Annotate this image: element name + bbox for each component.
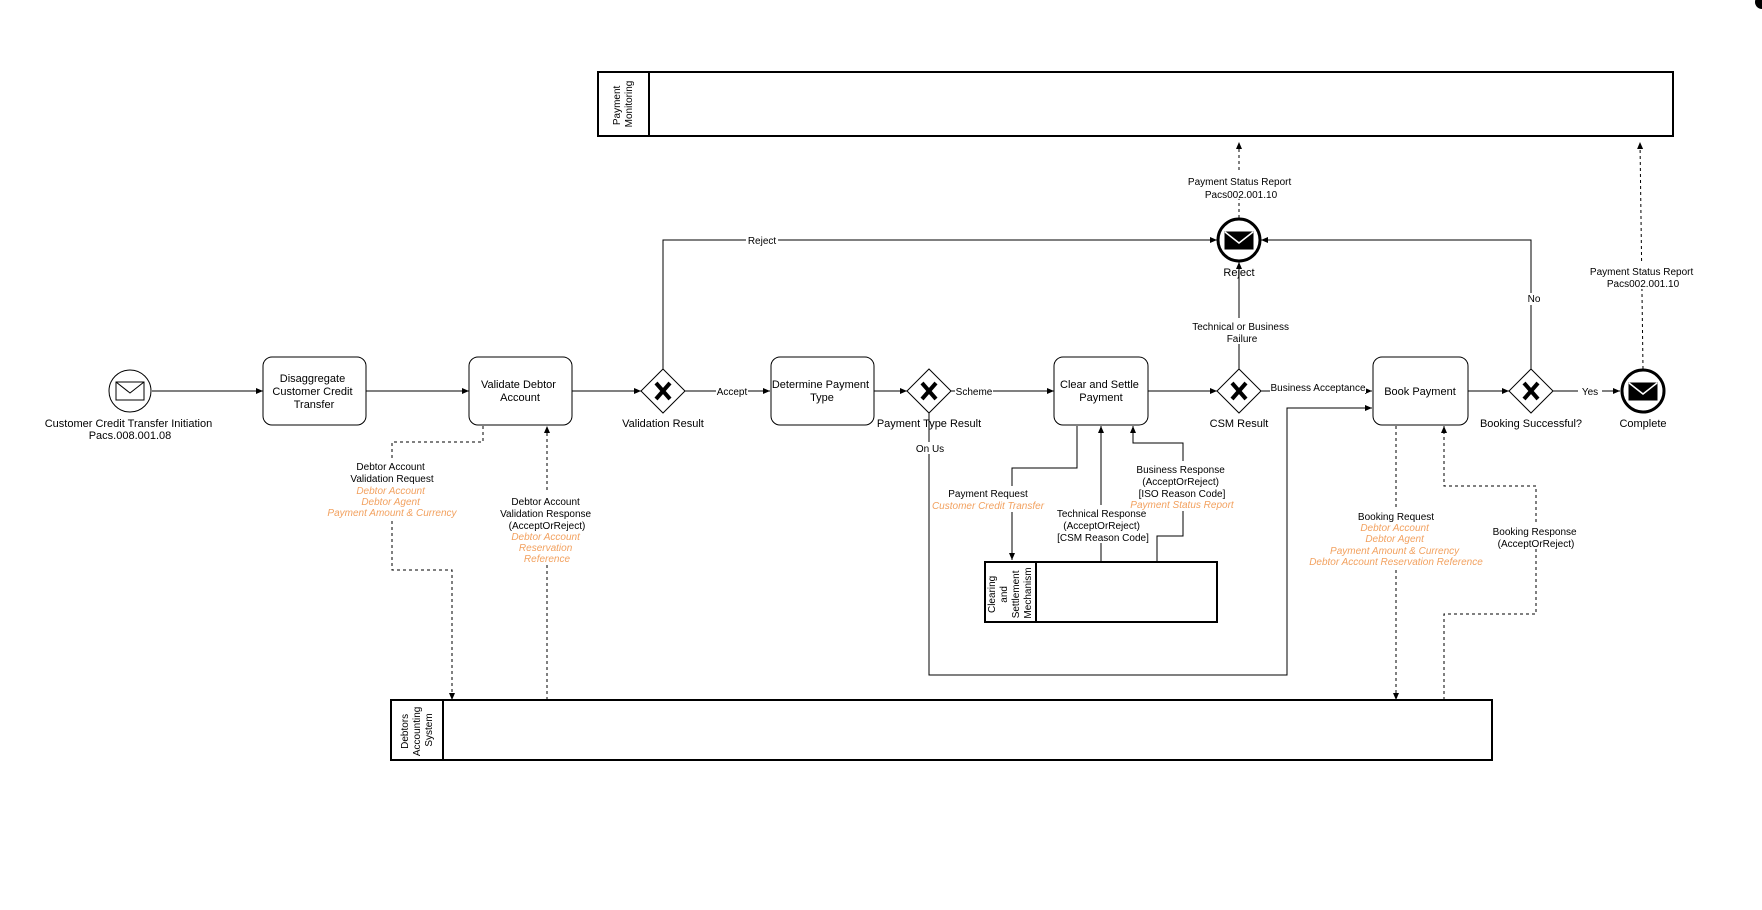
task-validate-debtor-account[interactable]: Validate Debtor Account xyxy=(468,356,573,426)
gateway-validation-label: Validation Result xyxy=(622,418,704,430)
flow-reject xyxy=(662,237,1217,369)
label-business-acceptance: Business Acceptance xyxy=(1270,383,1365,394)
task-book-payment[interactable]: Book Payment xyxy=(1372,356,1469,426)
task-disaggregate-label: Disaggregate Customer Credit Transfer xyxy=(272,373,355,411)
flow-on-us xyxy=(928,405,1372,676)
pool-payment-monitoring-label: Payment Monitoring xyxy=(612,81,635,128)
label-technical-response: Technical Response (AcceptOrReject) [CSM… xyxy=(1057,509,1149,544)
gateway-csm-label: CSM Result xyxy=(1210,418,1269,430)
envelope-icon xyxy=(1224,231,1254,250)
gateway-csm-result[interactable]: CSM Result xyxy=(1210,368,1269,430)
task-clear-and-settle[interactable]: Clear and Settle Payment xyxy=(1053,356,1149,426)
pool-debtors-accounting-label: Debtors Accounting System xyxy=(400,704,435,756)
message-booking-response xyxy=(1441,426,1537,700)
end-event-reject[interactable]: Reject xyxy=(1216,217,1262,279)
corner-gear-icon xyxy=(1755,0,1762,9)
label-booking-request: Booking Request xyxy=(1358,512,1434,523)
label-validation-request-fields: Debtor Account Debtor Agent Payment Amou… xyxy=(327,486,457,519)
end-event-complete[interactable]: Complete xyxy=(1619,368,1667,430)
label-yes: Yes xyxy=(1582,387,1598,398)
task-clear-settle-label: Clear and Settle Payment xyxy=(1060,379,1142,404)
label-payment-request-fields: Customer Credit Transfer xyxy=(932,501,1045,512)
end-event-reject-label: Reject xyxy=(1223,267,1254,279)
gateway-payment-type-label: Payment Type Result xyxy=(877,418,981,430)
gateway-booking-successful[interactable]: Booking Successful? xyxy=(1480,368,1582,430)
message-payment-request xyxy=(1009,426,1078,560)
gateway-payment-type-result[interactable]: Payment Type Result xyxy=(877,368,981,430)
pool-csm-label: Clearing and Settlement Mechanism xyxy=(987,567,1034,618)
label-technical-or-business-failure: Technical or Business Failure xyxy=(1192,322,1292,345)
flow-no xyxy=(1261,237,1532,369)
gateway-booking-label: Booking Successful? xyxy=(1480,418,1582,430)
label-status-report-complete: Payment Status Report Pacs002.001.10 xyxy=(1590,267,1696,290)
task-disaggregate[interactable]: Disaggregate Customer Credit Transfer xyxy=(262,356,367,426)
label-on-us: On Us xyxy=(916,444,944,455)
envelope-icon xyxy=(115,381,145,401)
start-event-label: Customer Credit Transfer Initiation Pacs… xyxy=(45,418,216,442)
label-validation-response: Debtor Account Validation Response (Acce… xyxy=(500,497,594,532)
message-status-report-complete xyxy=(1637,141,1644,370)
label-validation-response-fields: Debtor Account Reservation Reference xyxy=(511,532,582,565)
end-event-complete-label: Complete xyxy=(1619,418,1666,430)
pool-debtors-accounting-system: Debtors Accounting System xyxy=(390,699,1493,761)
label-business-response: Business Response (AcceptOrReject) [ISO … xyxy=(1136,465,1227,500)
pool-payment-monitoring: Payment Monitoring xyxy=(597,71,1674,137)
flow-labels: Reject Accept Scheme On Us Business Acce… xyxy=(716,234,1602,455)
label-accept: Accept xyxy=(717,387,748,398)
task-determine-payment-type[interactable]: Determine Payment Type xyxy=(770,356,875,426)
label-reject: Reject xyxy=(748,236,777,247)
start-event[interactable]: Customer Credit Transfer Initiation Pacs… xyxy=(45,369,216,442)
gateway-validation-result[interactable]: Validation Result xyxy=(622,368,704,430)
task-determine-label: Determine Payment Type xyxy=(772,379,872,404)
task-book-label: Book Payment xyxy=(1384,386,1456,398)
label-business-response-fields: Payment Status Report xyxy=(1130,500,1235,511)
label-scheme: Scheme xyxy=(956,387,993,398)
label-status-report-reject: Payment Status Report Pacs002.001.10 xyxy=(1188,177,1294,201)
sequence-flows xyxy=(152,237,1620,676)
message-labels: Payment Status Report Pacs002.001.10 Pay… xyxy=(327,173,1696,570)
pool-clearing-settlement-mechanism: Clearing and Settlement Mechanism xyxy=(984,561,1218,623)
label-booking-response: Booking Response (AcceptOrReject) xyxy=(1493,527,1580,550)
label-payment-request: Payment Request xyxy=(948,489,1028,500)
label-no: No xyxy=(1528,294,1541,305)
label-booking-request-fields: Debtor Account Debtor Agent Payment Amou… xyxy=(1309,523,1483,568)
task-validate-label: Validate Debtor Account xyxy=(481,379,559,404)
label-validation-request: Debtor Account Validation Request xyxy=(350,462,433,485)
envelope-icon xyxy=(1628,382,1658,401)
